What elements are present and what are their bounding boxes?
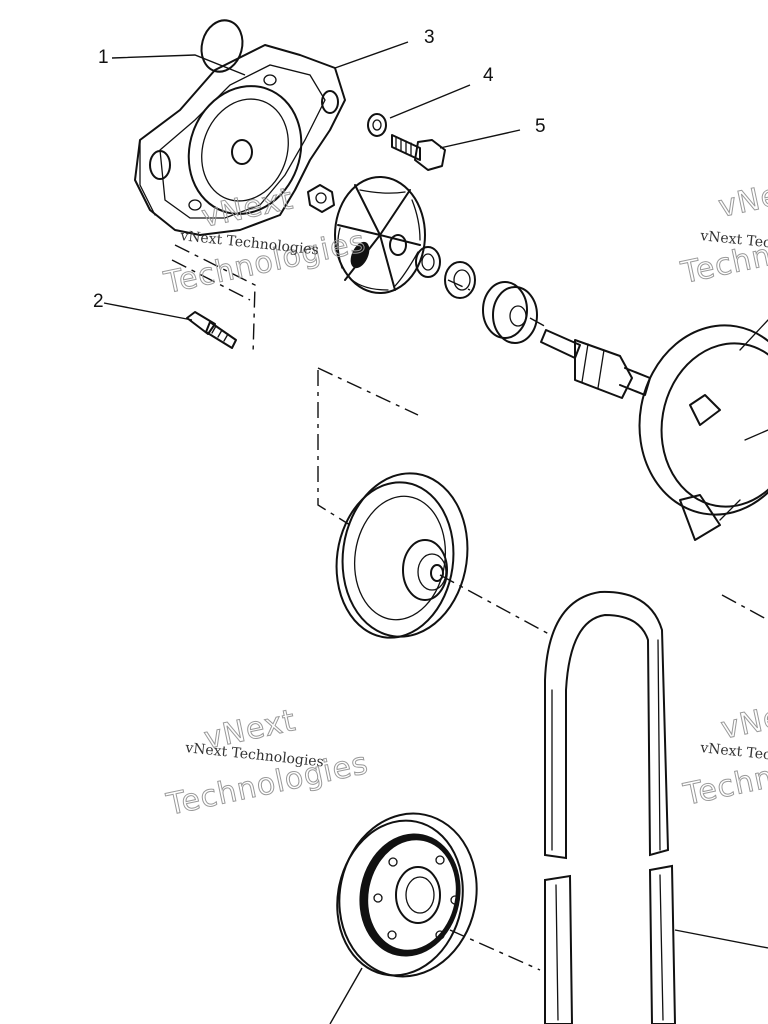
pump-shaft bbox=[540, 329, 651, 399]
o-ring bbox=[200, 19, 244, 73]
callout-1: 1 bbox=[98, 47, 109, 68]
drive-belt bbox=[544, 590, 677, 1024]
seal-1 bbox=[415, 246, 441, 278]
watermark-2-big-line2: Technologies bbox=[678, 214, 768, 291]
impeller bbox=[334, 176, 426, 294]
watermark-2: vNext Technologies bbox=[677, 171, 768, 292]
watermark-2-big-line1: vNext bbox=[716, 171, 768, 224]
pump-cover bbox=[134, 44, 346, 236]
washer bbox=[367, 113, 387, 137]
lower-pulley bbox=[336, 812, 478, 978]
watermark-4-big-line1: vNext bbox=[718, 693, 768, 746]
callout-5: 5 bbox=[535, 116, 546, 137]
socket-bolt bbox=[186, 311, 237, 349]
callout-2: 2 bbox=[93, 291, 104, 312]
bearing bbox=[482, 281, 538, 344]
hex-bolt bbox=[391, 134, 446, 171]
pump-housing bbox=[638, 319, 768, 541]
callout-3: 3 bbox=[424, 27, 435, 48]
seal-2 bbox=[444, 261, 476, 299]
impeller-nut bbox=[307, 184, 335, 213]
callout-4: 4 bbox=[483, 65, 494, 86]
upper-pulley bbox=[335, 472, 469, 639]
